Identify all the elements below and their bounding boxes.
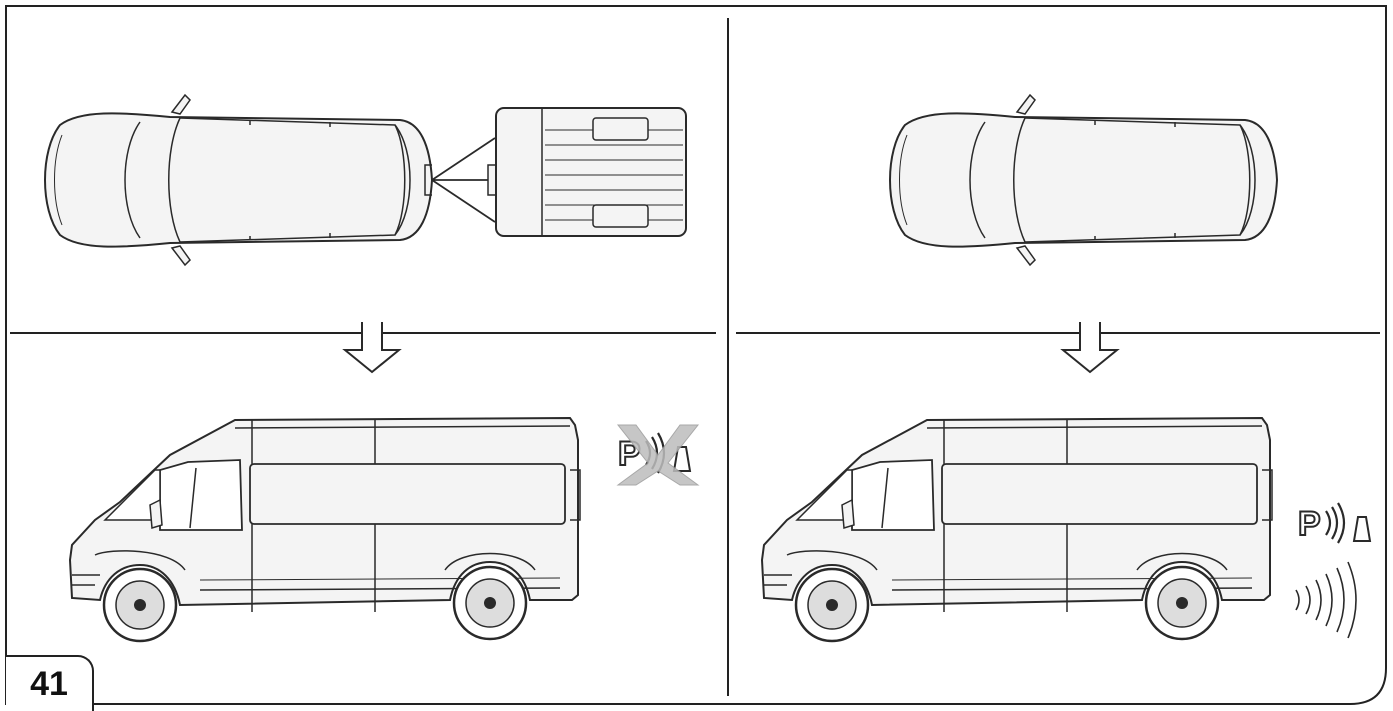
car-top-view-left [45, 95, 432, 265]
parking-sensor-crossed-out-icon [618, 425, 698, 485]
van-side-view-left [70, 418, 580, 641]
left-panel [10, 95, 716, 641]
sensor-waves-icon [1296, 562, 1356, 638]
down-arrow-left [345, 322, 399, 372]
car-top-view-right [890, 95, 1277, 265]
figure-number: 41 [6, 655, 94, 711]
van-side-view-right [762, 418, 1272, 641]
down-arrow-right [1063, 322, 1117, 372]
trailer [425, 108, 686, 236]
right-panel [890, 95, 1277, 265]
parking-sensor-icon [1298, 503, 1370, 543]
